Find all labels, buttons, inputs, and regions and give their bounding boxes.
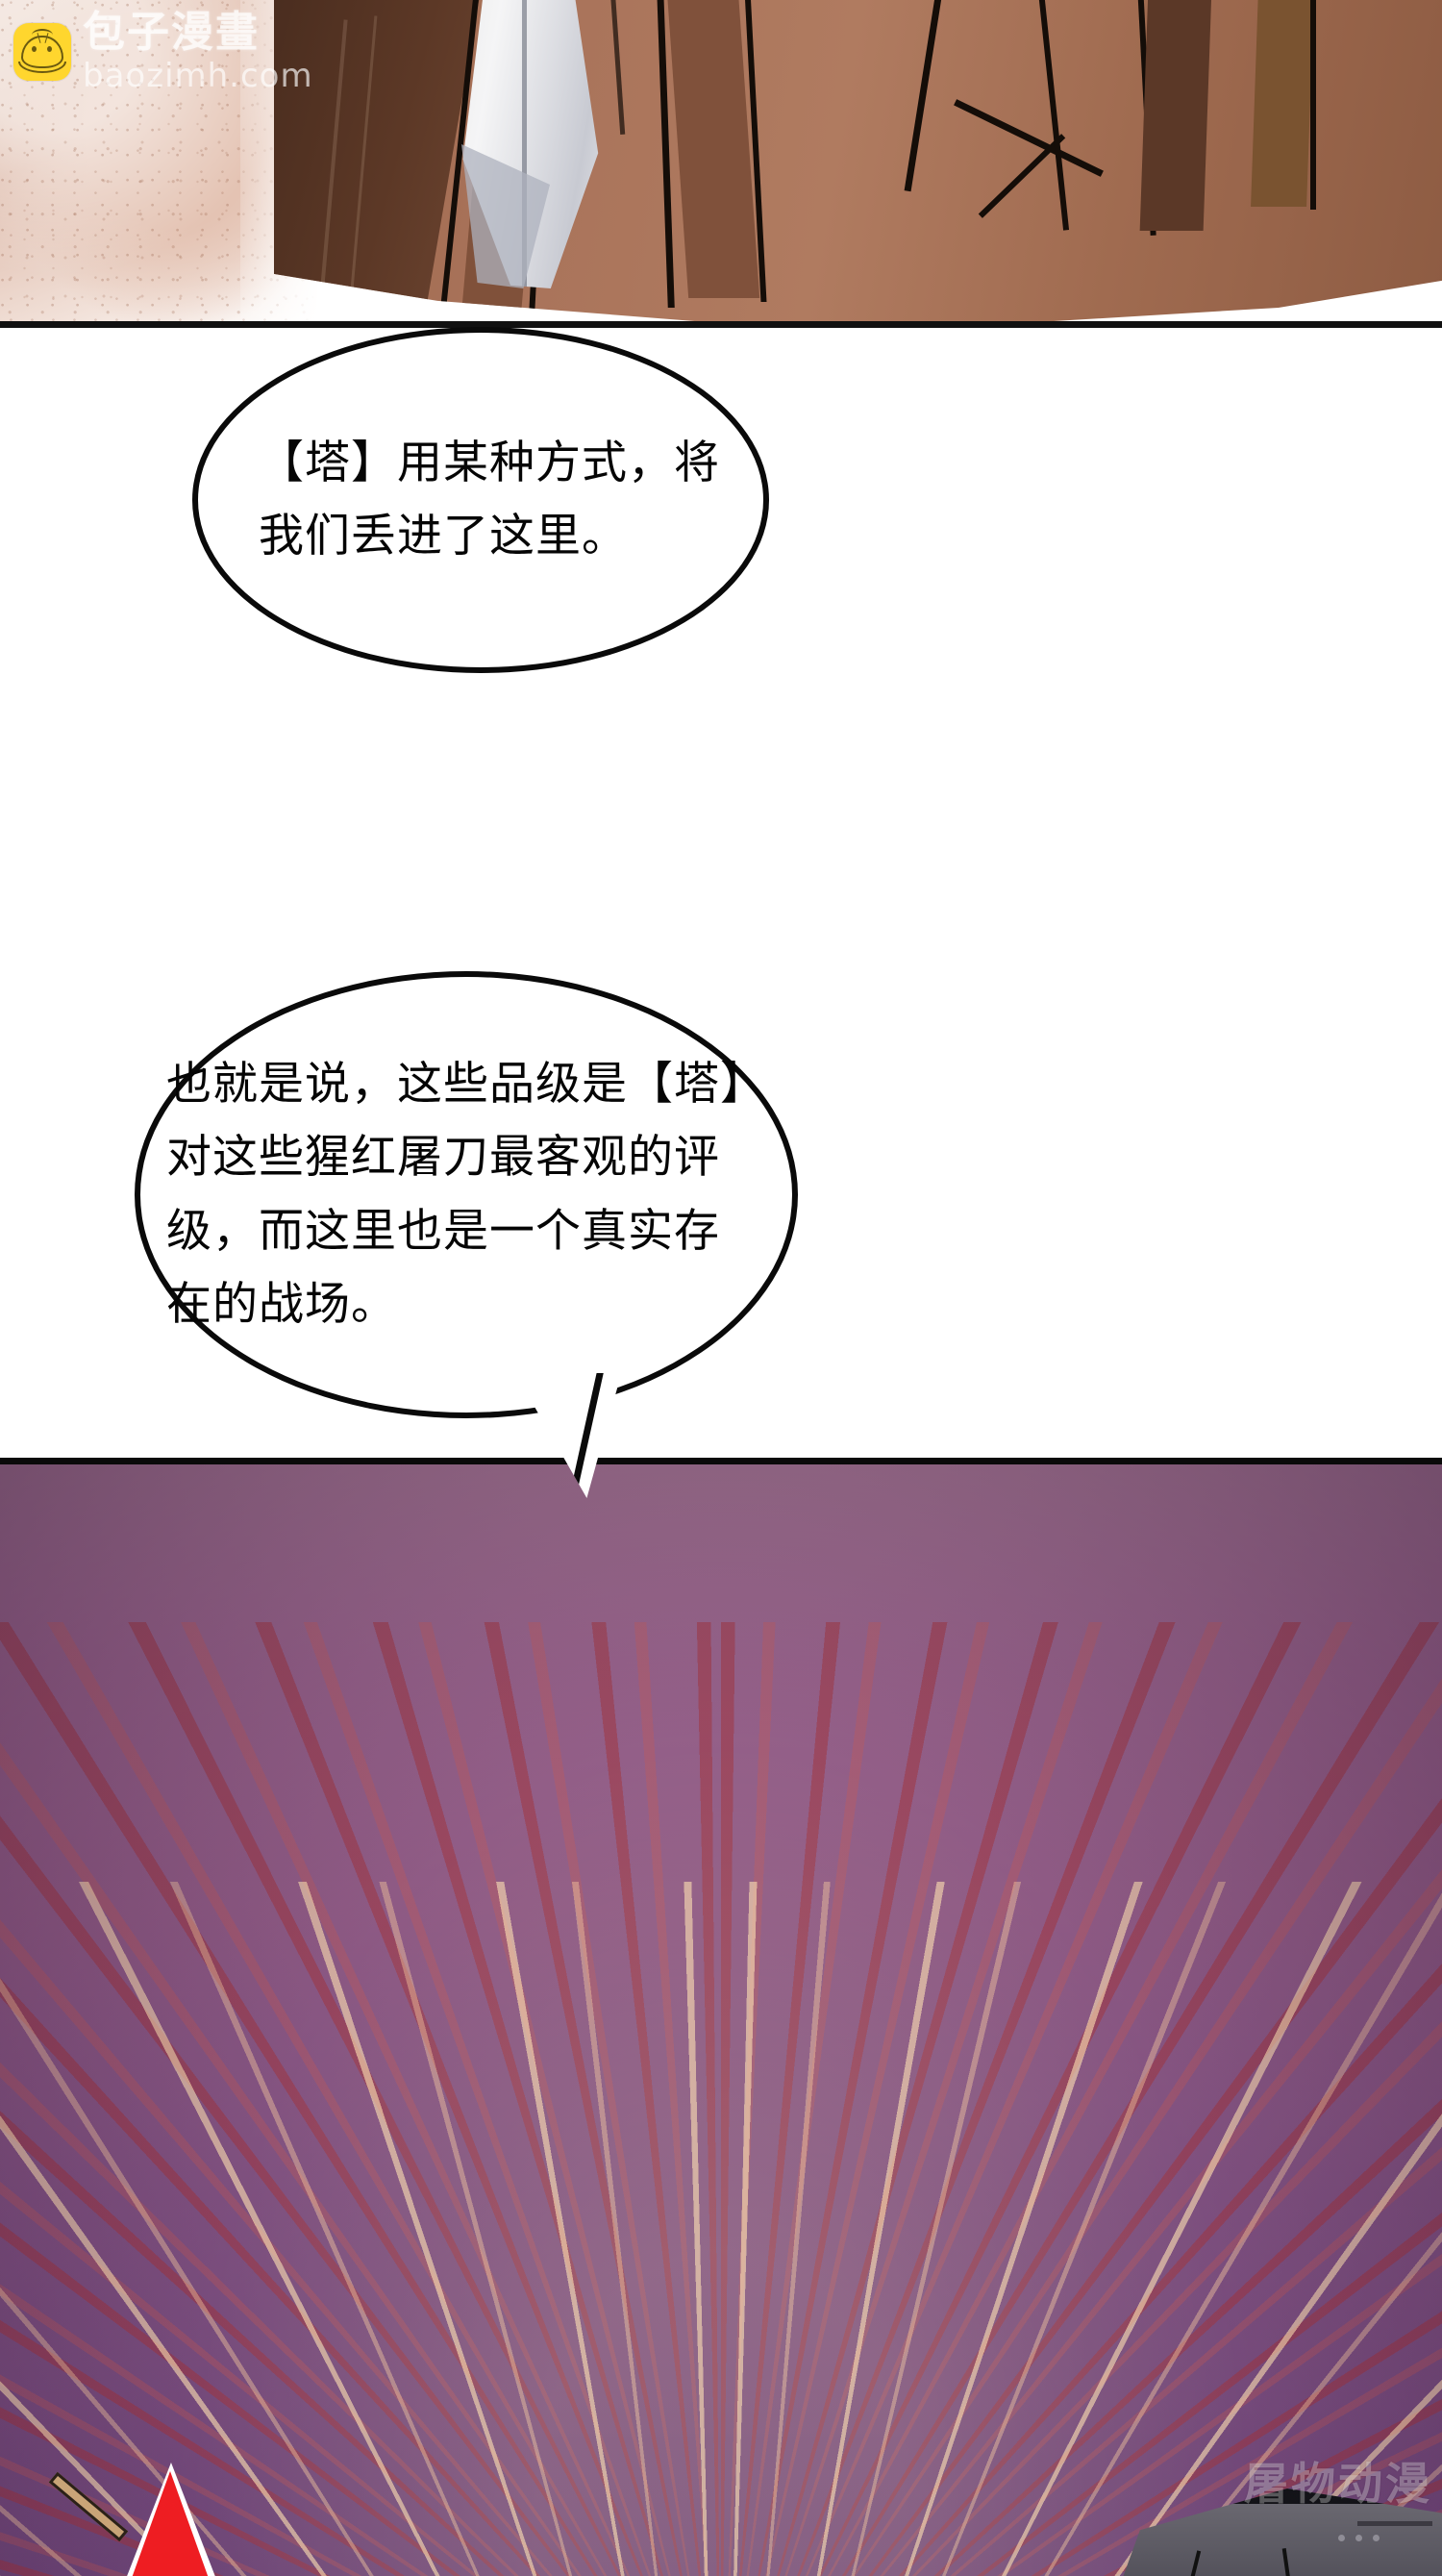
armour-seam-10 bbox=[1310, 0, 1316, 210]
armour-seam-5 bbox=[904, 0, 943, 192]
panel-armoured-figure: 包子漫畫 baozimh.com bbox=[0, 0, 1442, 328]
speech-bubble-2-text: 也就是说，这些品级是【塔】 对这些猩红屠刀最客观的评 级，而这里也是一个真实存 … bbox=[166, 1058, 766, 1331]
armour-torso bbox=[274, 0, 1442, 321]
panel-impact-burst bbox=[0, 1458, 1442, 2576]
armour-left-shoulder bbox=[274, 0, 481, 321]
armour-seam-8 bbox=[1037, 0, 1070, 231]
armour-strap-mid bbox=[666, 0, 760, 298]
speech-bubble-tower-grading: 也就是说，这些品级是【塔】 对这些猩红屠刀最客观的评 级，而这里也是一个真实存 … bbox=[135, 971, 798, 1418]
armour-seam-11 bbox=[609, 0, 626, 135]
armour-plate-dark-1 bbox=[1139, 0, 1212, 231]
panel-vignette bbox=[0, 1464, 1442, 2576]
speech-bubble-1-text: 【塔】用某种方式，将 我们丢进了这里。 bbox=[259, 436, 720, 563]
helmet-ridge bbox=[1357, 2521, 1432, 2526]
armour-seam-7 bbox=[978, 134, 1066, 218]
armour-plate-dark-2 bbox=[1251, 0, 1314, 207]
speech-bubble-tower-threw-us: 【塔】用某种方式，将 我们丢进了这里。 bbox=[192, 327, 769, 673]
speed-lines-cream bbox=[0, 1882, 1442, 2576]
helmet-rivets bbox=[1338, 2535, 1345, 2541]
